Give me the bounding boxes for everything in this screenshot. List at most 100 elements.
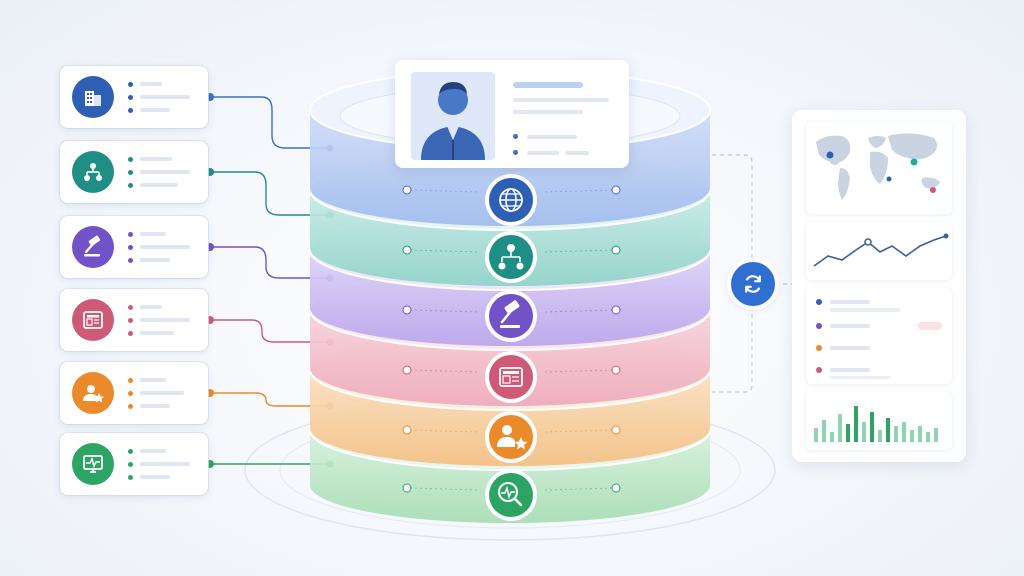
profile-line-1 <box>513 82 583 88</box>
card-dot <box>128 232 133 237</box>
list-bar <box>830 308 900 312</box>
bar-chart-icon <box>814 406 938 442</box>
category-card-3[interactable] <box>60 216 208 278</box>
card-bar <box>140 108 170 112</box>
user-star-icon <box>72 372 114 414</box>
profile-line-5 <box>527 151 559 155</box>
sync-connector-top <box>712 154 753 262</box>
connector-6-start <box>206 460 214 468</box>
card-bar <box>140 391 184 395</box>
card-dot <box>128 82 133 87</box>
monitor-pulse-icon <box>72 443 114 485</box>
line-trend-icon <box>813 233 949 267</box>
profile-line-4 <box>527 135 577 139</box>
map-marker <box>826 151 834 159</box>
connector-5-start <box>206 389 214 397</box>
org-chart-icon <box>485 231 537 283</box>
magnifier-pulse-icon <box>485 469 537 521</box>
list-bar <box>830 376 890 379</box>
card-dot <box>128 157 133 162</box>
status-badge <box>918 322 942 330</box>
card-dot <box>128 245 133 250</box>
card-bar <box>140 183 178 187</box>
card-bar <box>140 378 166 382</box>
newspaper-icon <box>72 299 114 341</box>
card-bar <box>140 331 174 335</box>
building-icon <box>72 76 114 118</box>
card-dot <box>128 391 133 396</box>
card-dot <box>128 305 133 310</box>
connector-3 <box>210 246 330 279</box>
card-bar <box>140 157 172 161</box>
card-bar <box>140 462 190 466</box>
card-dot <box>128 475 133 480</box>
map-marker <box>910 158 918 166</box>
card-bar <box>140 258 170 262</box>
card-bar <box>140 449 166 453</box>
bar-chart-card[interactable] <box>806 392 952 450</box>
card-bar <box>140 305 162 309</box>
card-dot <box>128 108 133 113</box>
list-bar <box>830 368 870 372</box>
card-dot <box>128 449 133 454</box>
profile-line-3 <box>513 110 583 114</box>
person-avatar-icon <box>411 72 495 160</box>
gavel-icon <box>485 290 537 342</box>
list-bar <box>830 300 870 304</box>
card-dot <box>128 462 133 467</box>
profile-dot-1 <box>513 134 518 139</box>
profile-line-6 <box>565 151 589 155</box>
card-dot <box>128 404 133 409</box>
card-bar <box>140 318 190 322</box>
card-dot <box>128 378 133 383</box>
card-bar <box>140 232 166 236</box>
list-dot <box>816 299 822 305</box>
profile-dot-2 <box>513 150 518 155</box>
connector-2 <box>210 171 330 216</box>
category-card-2[interactable] <box>60 141 208 203</box>
connector-1 <box>210 96 330 149</box>
card-bar <box>140 170 190 174</box>
card-dot <box>128 331 133 336</box>
list-bar <box>830 346 870 350</box>
connector-4-start <box>206 316 214 324</box>
connector-3-start <box>206 243 214 251</box>
newspaper-icon <box>485 351 537 403</box>
category-card-4[interactable] <box>60 289 208 351</box>
world-map-icon <box>816 133 940 200</box>
connector-1-start <box>206 93 214 101</box>
status-list-card[interactable] <box>806 288 952 384</box>
world-map-card[interactable] <box>806 122 952 214</box>
map-marker <box>930 187 936 193</box>
card-dot <box>128 258 133 263</box>
list-bar <box>830 324 870 328</box>
category-card-1[interactable] <box>60 66 208 128</box>
category-card-5[interactable] <box>60 362 208 424</box>
profile-card <box>395 60 629 168</box>
card-dot <box>128 318 133 323</box>
sync-button[interactable] <box>731 262 775 306</box>
globe-icon <box>485 174 537 226</box>
card-bar <box>140 82 162 86</box>
list-dot <box>816 345 822 351</box>
refresh-icon <box>745 275 761 293</box>
list-dot <box>816 323 822 329</box>
card-bar <box>140 245 190 249</box>
org-chart-icon <box>72 151 114 193</box>
profile-line-2 <box>513 98 609 102</box>
map-marker <box>886 176 892 182</box>
trend-card[interactable] <box>806 222 952 280</box>
connector-5 <box>210 392 330 407</box>
list-dot <box>816 367 822 373</box>
card-dot <box>128 95 133 100</box>
card-dot <box>128 170 133 175</box>
connector-2-start <box>206 168 214 176</box>
category-card-6[interactable] <box>60 433 208 495</box>
card-bar <box>140 95 190 99</box>
card-dot <box>128 183 133 188</box>
gavel-icon <box>72 226 114 268</box>
sync-connector-bottom <box>712 306 753 393</box>
connector-4 <box>210 319 330 343</box>
user-star-icon <box>485 411 537 463</box>
